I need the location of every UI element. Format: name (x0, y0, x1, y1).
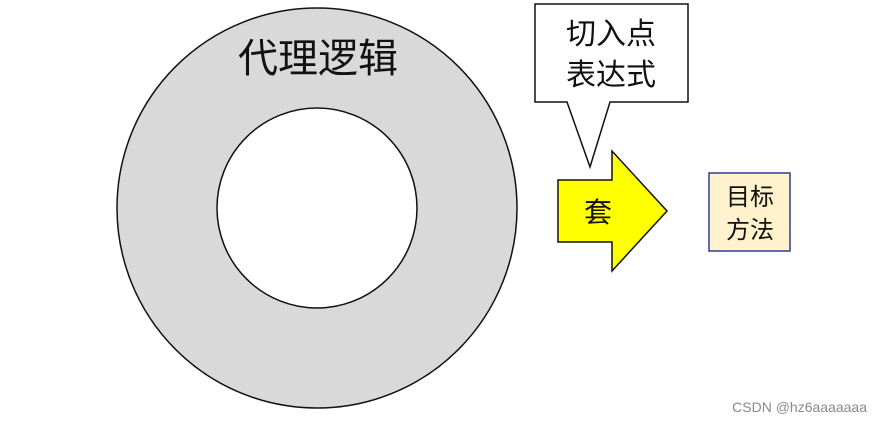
callout-line-2: 表达式 (566, 58, 656, 93)
callout-line-1: 切入点 (566, 17, 656, 52)
watermark: CSDN @hz6aaaaaaa (732, 399, 867, 415)
target-method: 目标 方法 (708, 172, 791, 252)
inner-hole (216, 107, 418, 309)
target-line-2: 方法 (726, 216, 774, 244)
callout-bubble (534, 3, 689, 170)
wrap-arrow: 套 (557, 149, 669, 273)
ring-label: 代理逻辑 (238, 36, 398, 82)
arrow-label: 套 (584, 196, 612, 229)
target-box (708, 172, 791, 252)
proxy-ring: 代理逻辑 (116, 7, 518, 409)
arrow-shape (557, 149, 669, 273)
target-line-1: 目标 (726, 183, 774, 211)
pointcut-callout: 切入点 表达式 (534, 3, 689, 170)
